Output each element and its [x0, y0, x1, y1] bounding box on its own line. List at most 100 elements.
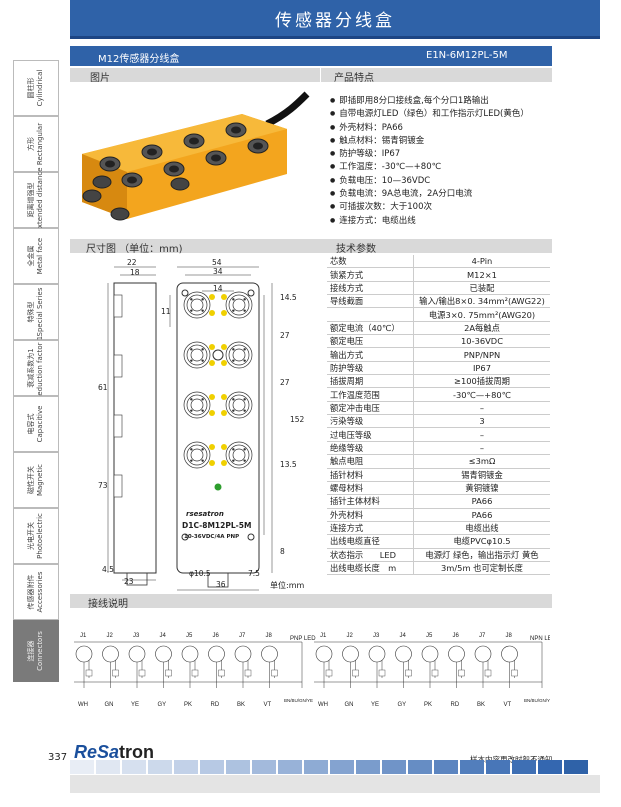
- spec-key: 出线电缆长度 m: [327, 561, 414, 576]
- port-label: J6: [213, 633, 220, 639]
- spec-value: 2A每触点: [413, 321, 550, 336]
- footer-bar: [538, 760, 562, 774]
- product-model: E1N-6M12PL-5M: [426, 50, 508, 61]
- m12-pin-icon: [421, 645, 439, 663]
- sidebar-tab-en: Extended distance: [36, 167, 44, 233]
- dim-27-b: 27: [280, 378, 290, 387]
- sidebar-tab-zh: 距离增强型: [27, 182, 35, 218]
- dimensions-heading: 尺寸图 （单位：mm): [86, 244, 183, 255]
- page-number: 337: [48, 752, 68, 763]
- dim-phi-10-5: φ10.5: [189, 569, 211, 578]
- spec-row: 接线方式已装配: [327, 281, 550, 296]
- led-yellow: [209, 360, 215, 366]
- feature-item: 触点材料：锡青铜镀金: [330, 135, 529, 148]
- sidebar-tab-en: Special Series: [36, 287, 44, 337]
- port-label: J6: [453, 633, 460, 639]
- wiring-type-label: PNP LED: [290, 636, 316, 642]
- sidebar-tab-zh: 衰减系数为1: [27, 348, 35, 388]
- dim-14: 14: [213, 284, 223, 293]
- dim-7-5: 7.5: [248, 569, 260, 578]
- spec-row: 插拔周期≥100插拔周期: [327, 374, 550, 389]
- footer-bar: [356, 760, 380, 774]
- dim-54: 54: [212, 258, 222, 267]
- spec-key: 工作温度范围: [327, 387, 414, 402]
- wiring-band: 接线说明: [70, 594, 552, 610]
- footer-bar: [200, 760, 224, 774]
- m12-pin-icon: [448, 645, 465, 663]
- spec-row: 电源3×0. 75mm²(AWG20): [327, 307, 550, 322]
- led-yellow: [221, 460, 227, 466]
- wire-color: RD: [211, 702, 220, 708]
- led-yellow: [209, 310, 215, 316]
- m12-pin-icon: [128, 645, 146, 663]
- spec-key: [327, 307, 414, 322]
- spec-value: –: [413, 401, 550, 416]
- footer-bar: [460, 760, 484, 774]
- spec-value: IP67: [413, 361, 550, 376]
- spec-row: 插针材料锡青铜镀金: [327, 468, 550, 482]
- spec-key: 插针主体材料: [327, 494, 414, 509]
- led-yellow: [221, 310, 227, 316]
- spec-row: 出线电缆直径电缆PVCφ10.5: [327, 534, 550, 549]
- sidebar-tab-en: Rectangular: [36, 122, 44, 166]
- spec-key: 螺母材料: [327, 481, 414, 496]
- wire-color: WH: [78, 702, 88, 708]
- footer-bar: [304, 760, 328, 774]
- footer-bar: [174, 760, 198, 774]
- spec-row: 额定电流（40℃）2A每触点: [327, 321, 550, 336]
- m12-pin-icon: [208, 645, 225, 663]
- dim-8: 8: [280, 547, 285, 556]
- spec-key: 状态指示 LED: [327, 548, 414, 562]
- sidebar-tab-zh: 磁性开关: [27, 466, 35, 494]
- logo-tron: tron: [119, 742, 155, 762]
- m12-pin-icon: [75, 645, 93, 663]
- spec-value: 电缆出线: [413, 521, 550, 536]
- drawing-unit: 单位:mm: [270, 581, 305, 590]
- spec-value: M12×1: [413, 267, 550, 282]
- common-wires: BN/BU/GN/YE: [284, 698, 313, 703]
- port-label: J2: [107, 633, 114, 639]
- dim-36: 36: [216, 580, 226, 589]
- sidebar-tab-en: Photoelectric: [36, 513, 44, 559]
- spec-row: 绝缘等级–: [327, 441, 550, 456]
- feature-item: 可插拔次数：大于100次: [330, 201, 529, 214]
- led-green: [214, 483, 222, 491]
- dim-152: 152: [290, 415, 305, 424]
- feature-item: 外壳材料：PA66: [330, 122, 529, 135]
- m12-pin-icon: [181, 645, 199, 663]
- spec-value: 3m/5m 也可定制长度: [413, 561, 550, 576]
- spec-key: 插拔周期: [327, 374, 414, 389]
- spec-value: 电缆PVCφ10.5: [413, 534, 550, 549]
- spec-key: 污染等级: [327, 414, 414, 429]
- dim-4-5: 4.5: [102, 565, 114, 574]
- spec-value: –: [413, 427, 550, 442]
- spec-value: PA66: [413, 494, 550, 509]
- footer-bar: [434, 760, 458, 774]
- sidebar-tab-en: Accessories: [36, 571, 44, 613]
- port-label: J4: [160, 633, 167, 639]
- footer-bar: [512, 760, 536, 774]
